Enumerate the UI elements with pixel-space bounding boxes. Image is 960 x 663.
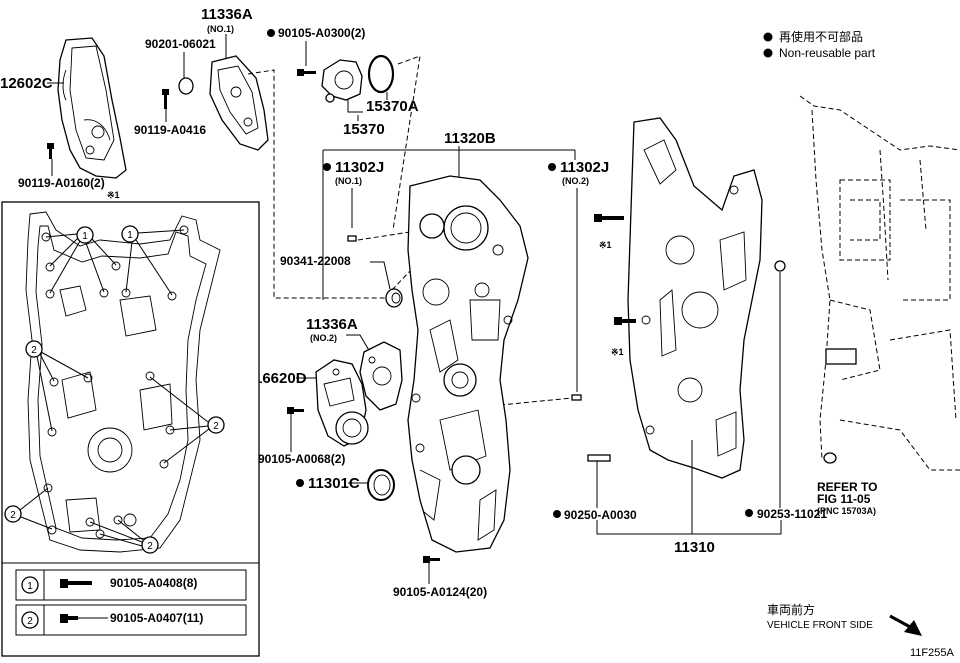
mount-bracket-no2-part <box>359 341 403 411</box>
label-11302j-no1-sub: (NO.1) <box>335 176 362 186</box>
dowel-pin-icon <box>347 235 357 242</box>
engine-block-reference <box>799 95 960 471</box>
bolt-icon <box>47 143 54 159</box>
refer-line-3: (PNC 15703A) <box>817 506 876 516</box>
non-reusable-dot-icon <box>763 48 773 58</box>
callout-2-icon <box>4 505 22 523</box>
callout-2-icon <box>21 611 39 629</box>
chain-tensioner-part <box>315 359 369 447</box>
callout-1-icon <box>76 226 94 244</box>
non-reusable-dot-icon <box>267 29 275 37</box>
non-reusable-dot-icon <box>296 479 304 487</box>
timing-chain-cover-part <box>57 37 127 179</box>
label-90105-a0068: 90105-A0068(2) <box>258 452 345 466</box>
bolt-icon <box>287 407 304 414</box>
timing-plate-part <box>627 117 763 479</box>
callout-2-icon <box>141 536 159 554</box>
vehicle-front-jp: 車両前方 <box>767 602 815 617</box>
refer-bolt-icon <box>823 452 837 464</box>
callout-1-label: 1 <box>127 230 133 241</box>
callout-1-label: 1 <box>82 231 88 242</box>
washer-icon <box>178 77 194 95</box>
bolt-icon <box>162 89 169 109</box>
label-90119-a0160: 90119-A0160(2) <box>18 176 105 190</box>
label-11336a-no2: 11336A <box>306 316 358 333</box>
callout-2-label: 2 <box>147 541 153 552</box>
label-11336a-no1: 11336A <box>201 6 253 23</box>
non-reusable-dot-icon <box>553 510 561 518</box>
engine-mount-bracket-part <box>209 55 269 151</box>
dowel-pin-icon <box>774 260 786 272</box>
table-row2-part: 90105-A0407(11) <box>110 611 203 625</box>
label-90201-06021: 90201-06021 <box>145 37 216 51</box>
pin-icon <box>587 454 611 462</box>
label-90250-a0030: 90250-A0030 <box>564 508 637 522</box>
table-row2-marker: 2 <box>27 616 33 627</box>
vehicle-front-en: VEHICLE FRONT SIDE <box>767 620 873 631</box>
label-16620d: 16620D <box>254 370 307 387</box>
label-11336a-no2-sub: (NO.2) <box>310 333 337 343</box>
callout-2-label: 2 <box>10 510 16 521</box>
label-90119-a0416: 90119-A0416 <box>134 123 206 137</box>
label-90253-11021: 90253-11021 <box>757 507 827 521</box>
front-direction-arrow-icon <box>889 614 922 636</box>
callout-2-icon <box>25 340 43 358</box>
callout-2-icon <box>207 416 225 434</box>
label-11336a-no1-sub: (NO.1) <box>207 24 234 34</box>
label-11320b: 11320B <box>444 130 496 147</box>
label-90105-a0300: 90105-A0300(2) <box>278 26 365 40</box>
label-12602c: 12602C <box>0 75 53 92</box>
table-row1-marker: 1 <box>27 581 33 592</box>
callout-2-label: 2 <box>31 345 37 356</box>
label-11302j-no2-sub: (NO.2) <box>562 176 589 186</box>
bolt-icon <box>594 214 624 222</box>
label-90341-22008: 90341-22008 <box>280 254 351 268</box>
non-reusable-dot-icon <box>745 509 753 517</box>
label-11310: 11310 <box>674 539 715 556</box>
label-15370: 15370 <box>343 121 385 138</box>
label-90105-a0124: 90105-A0124(20) <box>393 585 487 599</box>
label-11302j-no2: 11302J <box>560 159 609 176</box>
non-reusable-dot-icon <box>323 163 331 171</box>
refer-line-1: REFER TO <box>817 480 877 494</box>
callout-1-icon <box>21 576 39 594</box>
legend-label-en: Non-reusable part <box>779 46 876 60</box>
timing-cover-part <box>407 175 529 553</box>
non-reusable-dot-icon <box>548 163 556 171</box>
water-pump-housing-part <box>321 59 363 103</box>
label-15370a: 15370A <box>366 98 419 115</box>
dowel-pin-icon <box>571 394 582 401</box>
inset-panel: 1 1 2 2 2 2 1 <box>1 201 260 657</box>
table-row1-part: 90105-A0408(8) <box>110 576 197 590</box>
refer-line-2: FIG 11-05 <box>817 492 871 506</box>
bolt-icon <box>60 579 92 588</box>
crank-oil-seal-icon <box>367 469 395 501</box>
o-ring-icon <box>367 54 395 94</box>
bolt-icon <box>423 556 440 563</box>
label-11302j-no1: 11302J <box>335 159 384 176</box>
label-11301c: 11301C <box>308 475 360 492</box>
note-x1: ※1 <box>599 240 612 250</box>
note-x1: ※1 <box>107 190 120 200</box>
legend-label-jp: 再使用不可部品 <box>779 29 863 44</box>
bolt-icon <box>60 614 78 623</box>
legend: 再使用不可部品 Non-reusable part <box>763 29 876 60</box>
callout-1-icon <box>121 225 139 243</box>
block-plug-icon <box>825 348 857 365</box>
non-reusable-dot-icon <box>763 32 773 42</box>
oil-seal-plug-icon <box>385 288 403 308</box>
bolt-icon <box>297 69 316 76</box>
bolt-icon <box>614 317 636 325</box>
note-x1: ※1 <box>611 347 624 357</box>
callout-2-label: 2 <box>213 421 219 432</box>
figure-code: 11F255A <box>910 647 954 659</box>
